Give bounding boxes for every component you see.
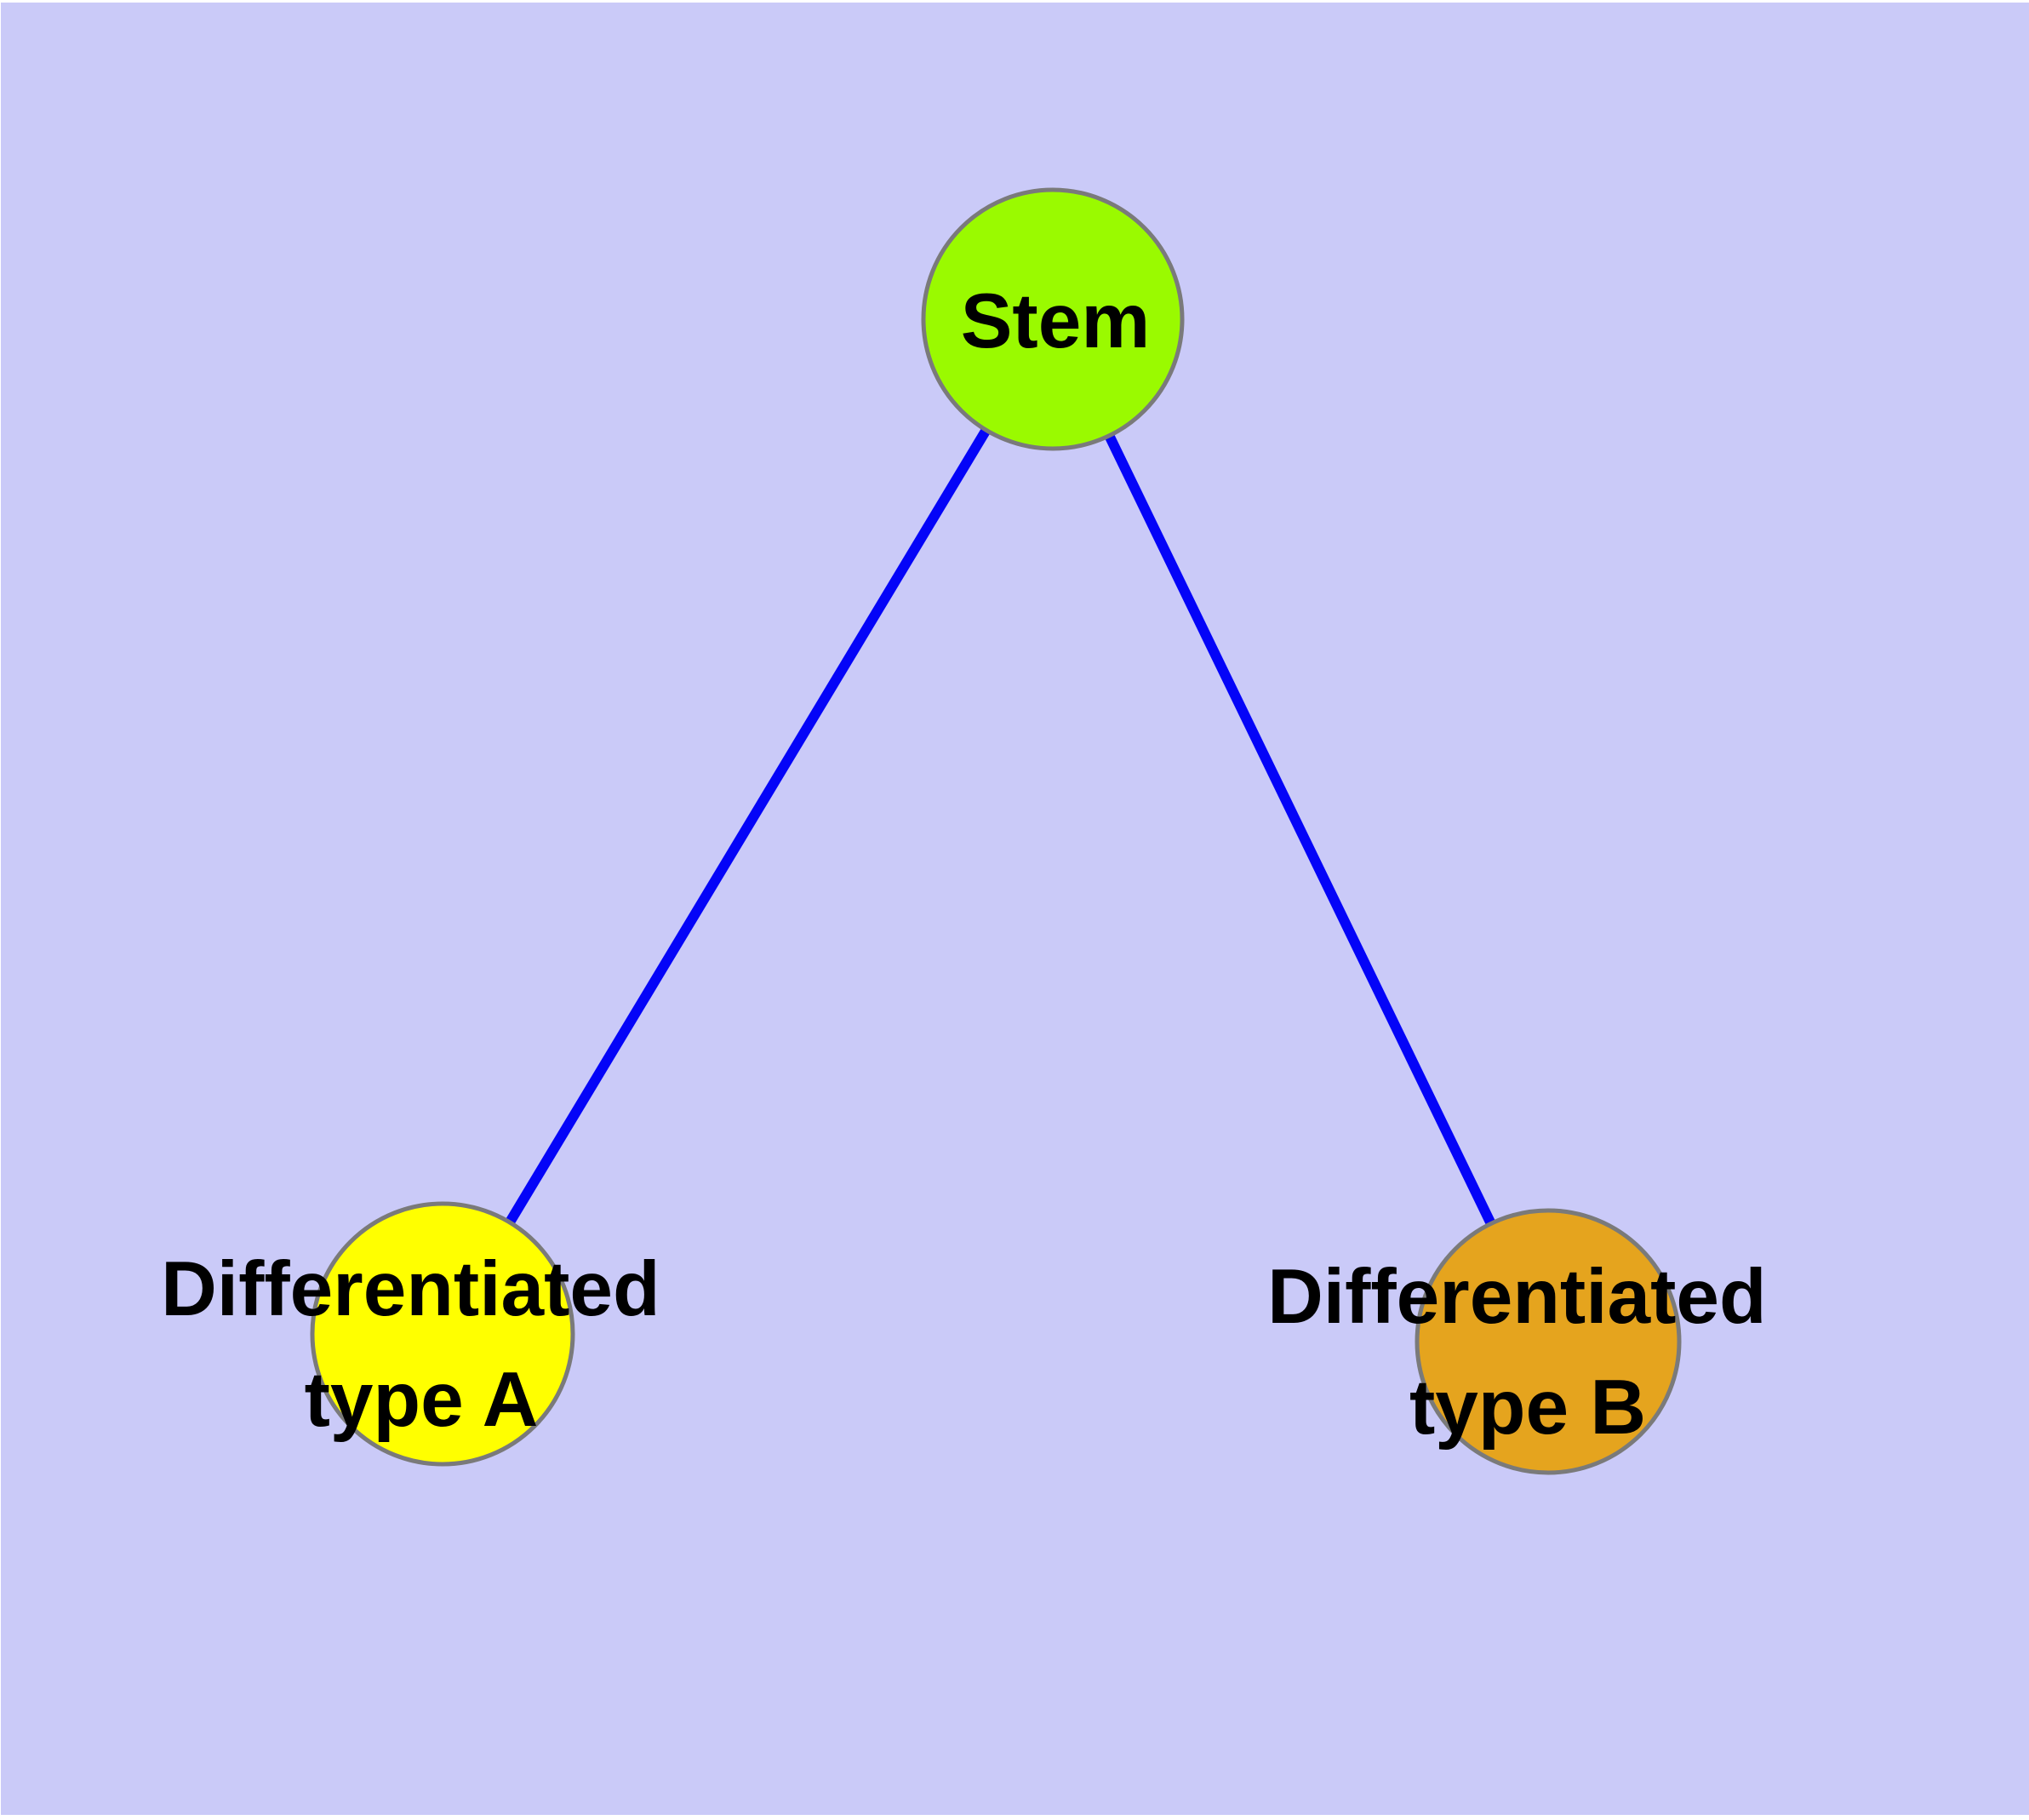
edges-layer	[437, 316, 1553, 1344]
differentiated-type-a-label-line-2: type A	[305, 1357, 539, 1443]
edge-stem-to-type-b	[1048, 317, 1553, 1344]
edge-stem-to-type-a	[437, 316, 1058, 1337]
differentiated-type-b-node-circle	[1415, 1208, 1682, 1475]
node-differentiated-type-a: Differentiated type A	[161, 1201, 682, 1467]
differentiated-type-a-label-line-1: Differentiated	[161, 1246, 660, 1332]
differentiated-type-b-label-line-2: type B	[1409, 1365, 1646, 1451]
nodes-layer: Stem Differentiated type A Differentiate…	[161, 187, 1788, 1475]
differentiated-type-b-label-line-1: Differentiated	[1267, 1254, 1767, 1340]
differentiated-type-a-node-circle	[310, 1201, 575, 1467]
stem-node-circle	[921, 187, 1185, 451]
stem-node-label: Stem	[961, 278, 1151, 364]
node-differentiated-type-b: Differentiated type B	[1267, 1208, 1788, 1475]
differentiated-type-b-node-label: Differentiated type B	[1267, 1254, 1788, 1451]
stem-node-label-line-1: Stem	[961, 278, 1151, 364]
differentiated-type-a-node-label: Differentiated type A	[161, 1246, 682, 1443]
node-stem: Stem	[921, 187, 1185, 451]
